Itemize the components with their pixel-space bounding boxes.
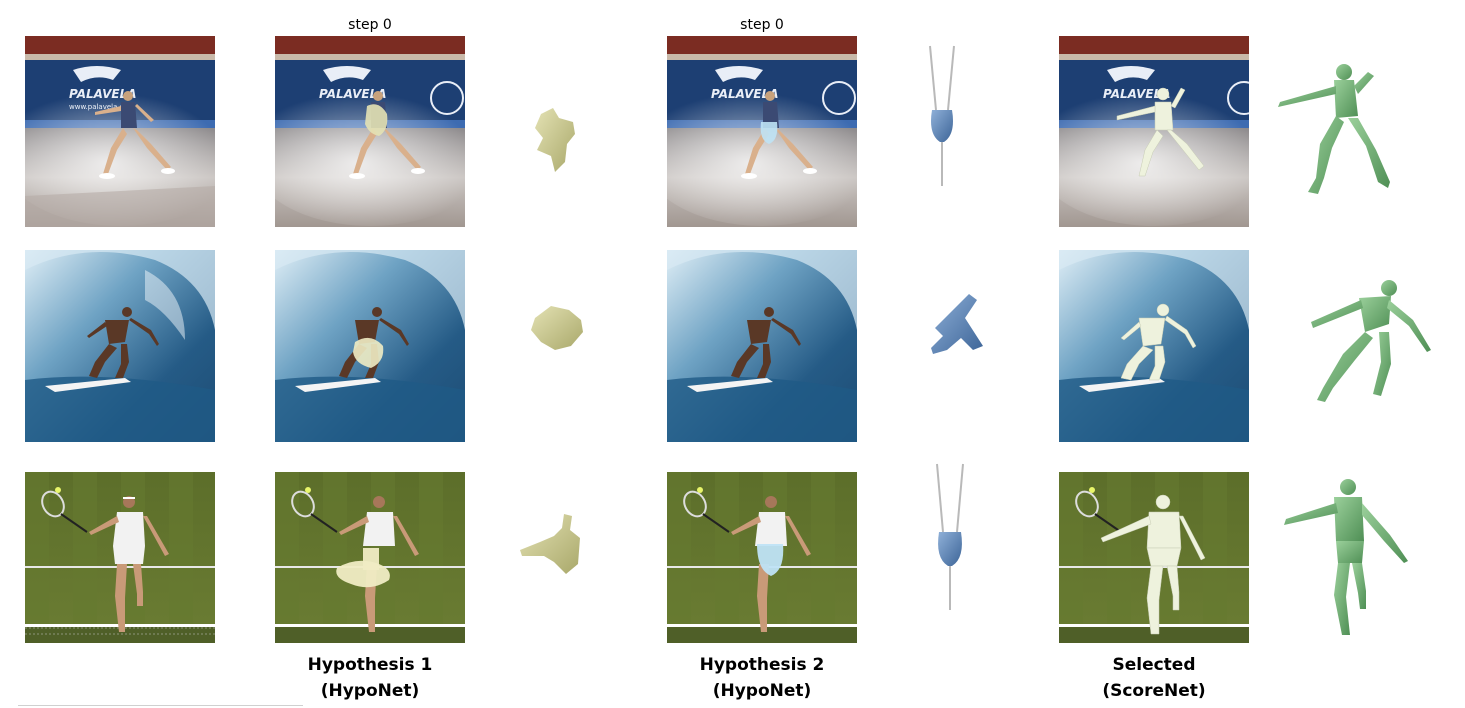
- selected-mesh-figure-skater: [1272, 60, 1392, 200]
- selected-mesh-surfer: [1305, 276, 1435, 406]
- selected-overlay-tennis-player: [1059, 472, 1249, 643]
- hypothesis-1-overlay-figure-skater: PALAVELA: [275, 36, 465, 227]
- hypothesis-2-mesh-figure-skater: [920, 44, 964, 189]
- caption-selected-title: Selected: [1112, 655, 1196, 675]
- caption-selected: Selected (ScoreNet): [1029, 652, 1279, 704]
- hypothesis-2-overlay-surfer: [667, 250, 857, 442]
- hypothesis-1-overlay-surfer: [275, 250, 465, 442]
- caption-hypothesis-1-title: Hypothesis 1: [307, 655, 433, 675]
- input-image-surfer: [25, 250, 215, 442]
- caption-selected-subtitle: (ScoreNet): [1102, 681, 1206, 701]
- input-image-figure-skater: PALAVELA www.palavela.com: [25, 36, 215, 227]
- step-label-hypothesis-1: step 0: [348, 17, 392, 33]
- hypothesis-2-mesh-surfer: [925, 292, 987, 358]
- hypothesis-2-overlay-figure-skater: PALAVELA: [667, 36, 857, 227]
- hypothesis-1-overlay-tennis-player: [275, 472, 465, 643]
- selected-mesh-tennis-player: [1278, 475, 1418, 645]
- caption-hypothesis-1-subtitle: (HypoNet): [320, 681, 420, 701]
- hypothesis-1-mesh-figure-skater: [525, 100, 585, 180]
- divider: [18, 705, 303, 706]
- hypothesis-1-mesh-tennis-player: [518, 512, 588, 577]
- caption-hypothesis-2: Hypothesis 2 (HypoNet): [637, 652, 887, 704]
- hypothesis-2-mesh-tennis-player: [925, 462, 975, 612]
- caption-hypothesis-2-subtitle: (HypoNet): [712, 681, 812, 701]
- caption-hypothesis-2-title: Hypothesis 2: [699, 655, 825, 675]
- caption-hypothesis-1: Hypothesis 1 (HypoNet): [245, 652, 495, 704]
- input-image-tennis-player: [25, 472, 215, 643]
- hypothesis-2-overlay-tennis-player: [667, 472, 857, 643]
- step-label-hypothesis-2: step 0: [740, 17, 784, 33]
- selected-overlay-figure-skater: PALAVELA: [1059, 36, 1249, 227]
- selected-overlay-surfer: [1059, 250, 1249, 442]
- hypothesis-1-mesh-surfer: [525, 298, 590, 356]
